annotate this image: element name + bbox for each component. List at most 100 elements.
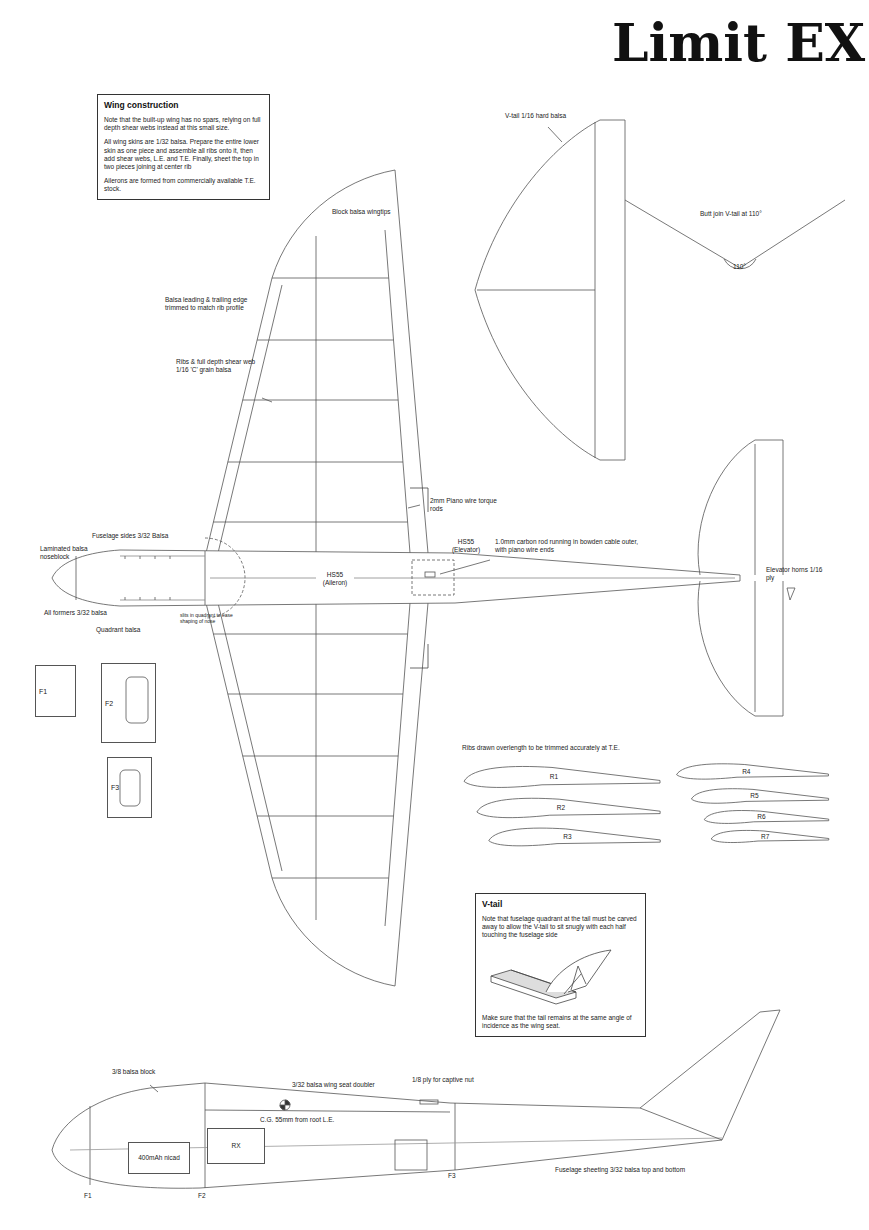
drawing-line [210,578,735,579]
rib-template: R7 [710,829,830,844]
drawing-line [385,230,410,553]
drawing-line [280,1100,290,1110]
drawing-line [90,1106,91,1185]
receiver-box: RX [207,1128,265,1164]
leader-line [150,1085,158,1092]
rib-template: R3 [487,826,662,848]
box-heading: Wing construction [104,100,263,110]
rib-outline [690,787,830,805]
drawing-line [755,444,756,575]
part-label: 2mm Piano wire torque rods [430,497,508,513]
drawing-line [677,764,829,779]
rib-template: R4 [675,762,830,781]
part-label: HS55 (Elevator) [444,538,488,554]
rib-template: R6 [703,809,830,825]
drawing-line [491,950,611,1004]
drawing-line [464,766,660,787]
tail-half [698,440,783,575]
former-label: F1 [39,688,47,695]
leader-line [440,560,490,574]
part-label: Ribs & full depth shear web 1/16 'C' gra… [176,358,264,374]
former-label: F2 [105,700,113,707]
note-box: Wing constructionNote that the built-up … [97,94,270,200]
leader-line [548,127,562,142]
drawing-line [640,1108,722,1140]
part-label: 1/8 ply for captive nut [412,1076,512,1084]
drawing-line [704,811,828,824]
part-label: C.G. 55mm from root L.E. [260,1116,370,1124]
elevator-horn [787,588,795,600]
part-label: 3/32 balsa wing seat doubler [292,1081,407,1089]
former-label: F3 [111,784,119,791]
rib-outline [710,829,830,844]
title: Limit EX [612,14,865,71]
drawing-line [120,770,140,806]
drawing-line [126,677,148,723]
part-label: F3 [448,1172,468,1180]
note-text: Ailerons are formed from commercially av… [104,177,263,193]
rib-outline [487,826,662,848]
rib-label: R5 [750,793,758,800]
drawing-line [120,556,205,600]
part-label: F2 [198,1192,218,1200]
fuselage-side [52,1010,780,1188]
former-template: F3 [107,757,152,818]
rib-outline [462,764,662,790]
rib-template: R1 [462,764,662,790]
component-label: RX [231,1142,240,1149]
part-label: Balsa leading & trailing edge trimmed to… [165,296,270,312]
drawing-line [420,1100,438,1104]
drawing-line [280,1100,290,1110]
part-label: Fuselage sheeting 3/32 balsa top and bot… [555,1166,715,1174]
drawing-line [213,522,407,523]
drawing-line [205,1110,450,1112]
v-tail-illustration [486,946,636,1008]
part-label: Quadrant balsa [96,626,158,634]
drawing-line [571,966,586,990]
drawing-line [711,830,829,842]
part-label: 110° [733,263,759,271]
rib-label: R6 [757,814,765,821]
former-template: F1 [35,665,76,717]
drawing-line [205,1083,206,1188]
battery-box: 400mAh nicad [128,1142,190,1174]
drawing-line [316,236,317,553]
note-text: All wing skins are 1/32 balsa. Prepare t… [104,138,263,171]
rib-label: R2 [557,805,565,812]
rib-label: R3 [563,834,571,841]
drawing-line [691,789,828,804]
part-label: 3/8 balsa block [112,1068,187,1076]
drawing-line [477,798,660,817]
drawing-line [698,581,783,716]
v-tail-template [475,120,625,460]
component-label: 400mAh nicad [138,1154,180,1161]
rib-outline [475,796,662,820]
drawing-line [125,556,170,600]
part-label: HS55 (Aileron) [316,571,354,587]
drawing-line [395,1140,427,1170]
box-heading: V-tail [482,899,639,909]
rib-template: R2 [475,796,662,820]
drawing-line [410,488,428,512]
former-template: F2 [101,663,156,743]
part-label: Block balsa wingtips [332,208,432,216]
drawing-line [412,560,454,595]
drawing-line [272,278,389,279]
note-text: Note that fuselage quadrant at the tail … [482,915,639,939]
part-label: Fuselage sides 3/32 Balsa [92,532,207,540]
leader-line [262,398,272,402]
rib-outline [675,762,830,781]
part-label: All formers 3/32 balsa [44,609,129,617]
note-text: Make sure that the tail remains at the s… [482,1014,639,1030]
drawing-line [477,290,595,291]
part-label: Laminated balsa noseblock [40,545,96,561]
part-label: V-tail 1/16 hard balsa [505,112,615,120]
drawing-line [218,285,282,553]
rib-label: R1 [550,774,558,781]
part-label: slits in quadrant to ease shaping of nos… [180,612,242,624]
drawing-line [206,603,428,986]
part-label: Elevator horns 1/16 ply [766,566,828,582]
note-box: V-tailNote that fuselage quadrant at the… [475,893,646,1037]
note-text: Note that the built-up wing has no spars… [104,116,263,132]
part-label: Butt join V-tail at 110° [700,210,830,218]
